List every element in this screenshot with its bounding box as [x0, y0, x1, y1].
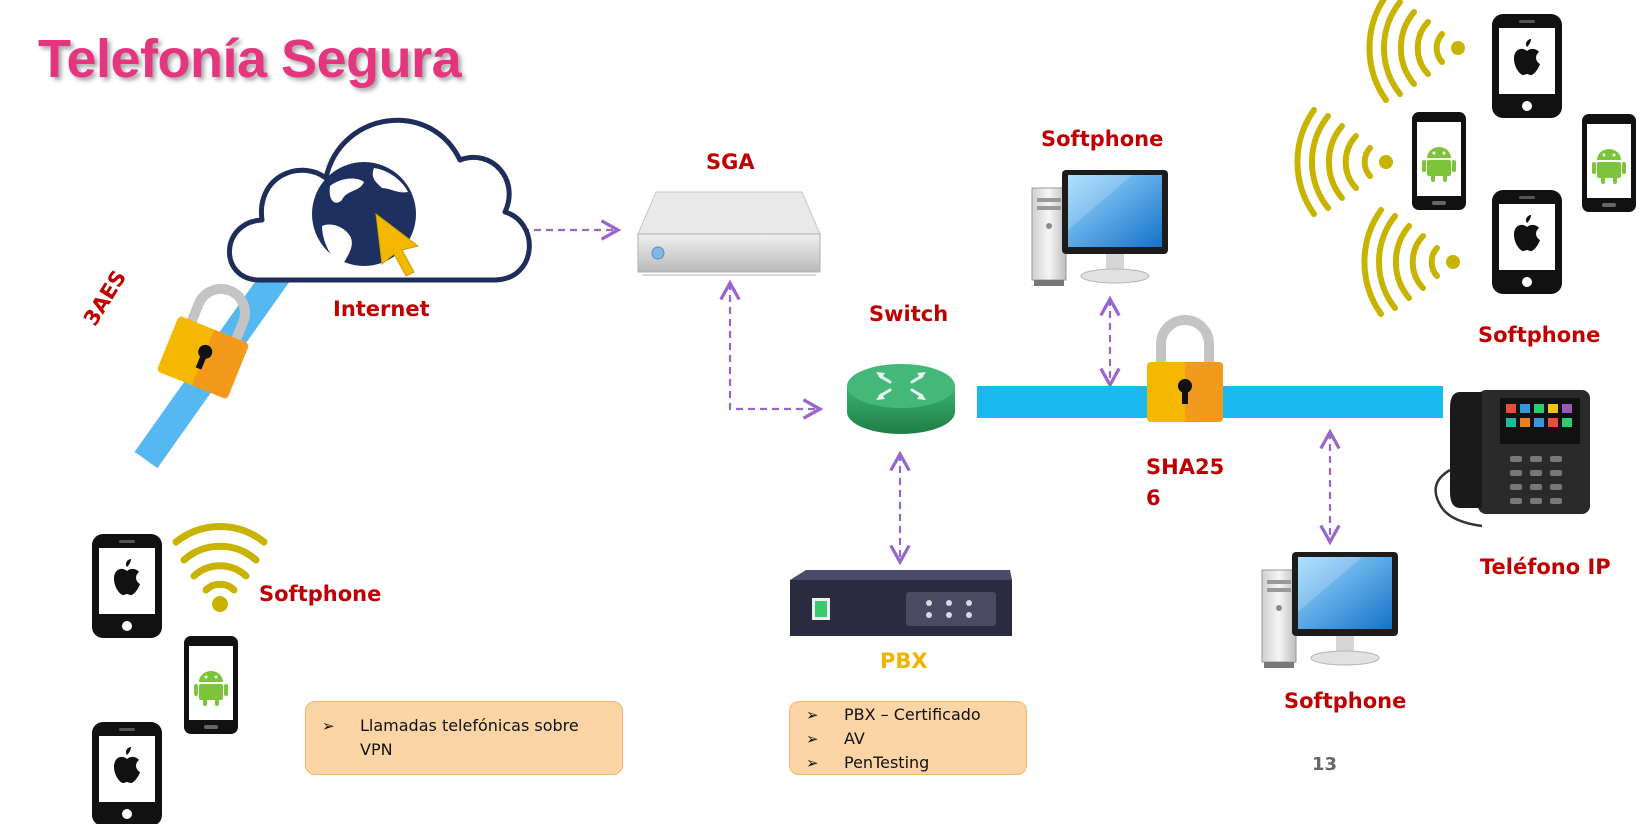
pbx-box-icon [790, 570, 1012, 636]
note-pbx-item: PBX – Certificado [790, 703, 1026, 727]
smartphone-android-icon [1582, 114, 1636, 212]
monitor-icon [1031, 169, 1169, 287]
note-vpn-item: Llamadas telefónicas sobre VPN [306, 714, 622, 762]
router-icon [847, 364, 955, 434]
note-pbx-item: AV [790, 727, 1026, 751]
cloud-globe-icon [227, 117, 532, 283]
wifi-icon [172, 522, 268, 612]
switch-label: Switch [869, 302, 949, 326]
sha-label-line2: 6 [1146, 486, 1161, 510]
smartphone-apple-icon [92, 722, 162, 824]
note-pbx-item: PenTesting [790, 751, 1026, 775]
padlock-icon [1147, 320, 1223, 422]
wifi-icon [1297, 110, 1393, 214]
ip-phone-icon [1434, 390, 1590, 528]
smartphone-android-icon [1412, 112, 1466, 210]
smartphone-android-icon [184, 636, 238, 734]
smartphone-apple-icon [1492, 14, 1562, 118]
wifi-icon [1364, 210, 1460, 314]
smartphone-apple-icon [92, 534, 162, 638]
internet-label: Internet [333, 297, 430, 321]
softphone-top-label: Softphone [1041, 127, 1164, 151]
monitor-icon [1261, 551, 1399, 669]
sga-label: SGA [706, 150, 755, 174]
server-icon [637, 191, 821, 276]
note-vpn: Llamadas telefónicas sobre VPN [305, 701, 623, 775]
softphone-right-label: Softphone [1478, 323, 1601, 347]
smartphone-apple-icon [1492, 190, 1562, 294]
note-pbx: PBX – Certificado AV PenTesting [789, 701, 1027, 775]
page-title: Telefonía Segura [38, 29, 462, 89]
wifi-icon [1369, 0, 1465, 100]
page-number: 13 [1312, 754, 1338, 775]
sha-label-line1: SHA25 [1146, 455, 1225, 479]
connector-sga-switch [719, 279, 824, 420]
softphone-left-label: Softphone [259, 582, 382, 606]
pbx-label: PBX [880, 649, 928, 673]
tunnel-left [134, 259, 294, 469]
softphone-bottom-right-label: Softphone [1284, 689, 1407, 713]
ip-phone-label: Teléfono IP [1480, 555, 1611, 579]
